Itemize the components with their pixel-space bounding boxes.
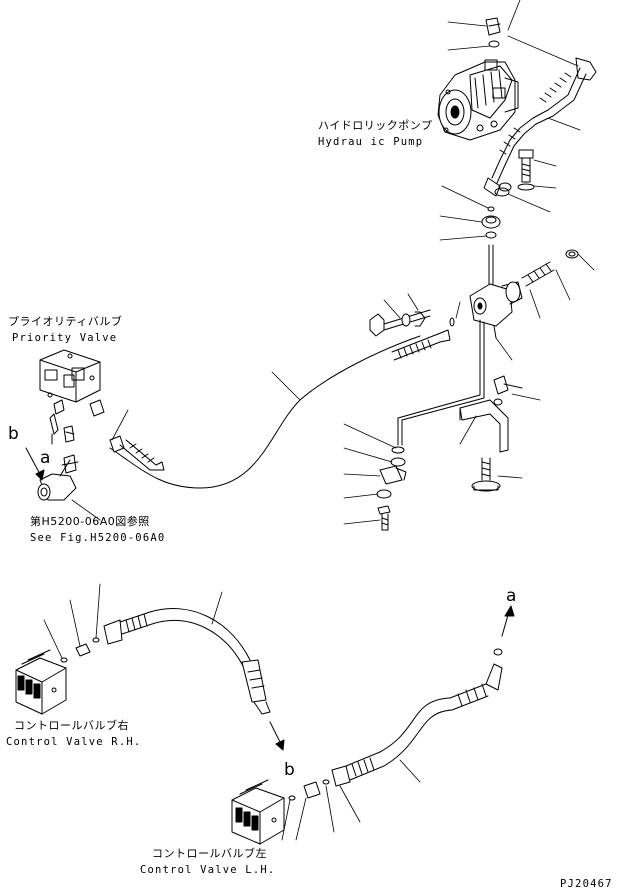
tee-block [469, 281, 523, 339]
leader-lines [43, 0, 595, 841]
control-valve-lh [231, 779, 285, 845]
steel-pipe-vertical [397, 319, 485, 446]
ref-b-left: b [8, 424, 19, 444]
bolt-block-left [369, 309, 455, 337]
hydraulic-pump-label-en: Hydrau ic Pump [318, 136, 424, 148]
priority-valve-label-en: Priority Valve [12, 332, 118, 344]
short-hose-right [521, 249, 579, 287]
rh-fittings-hose [60, 608, 271, 715]
control-valve-rh-label-jp: コントロールバルブ右 [14, 719, 129, 732]
bolt-pump [494, 149, 535, 197]
elbow-fitting-top [485, 17, 501, 48]
pump-suction-hose [483, 57, 597, 197]
ref-a-right: a [506, 586, 517, 606]
priority-valve-label-jp: プライオリティバルブ [8, 315, 123, 328]
hydraulic-pump [437, 59, 519, 141]
control-valve-lh-label-jp: コントロールバルブ左 [152, 847, 267, 860]
ref-a-right-arrowhead [504, 605, 515, 617]
drawing-number: PJ20467 [560, 878, 613, 890]
hydraulic-pump-label-jp: ハイドロリックポンプ [318, 119, 433, 132]
control-valve-rh [15, 649, 67, 715]
long-hose-priority [109, 329, 451, 489]
hose-end-priority [109, 435, 165, 471]
bracket-clamp [459, 375, 523, 492]
priority-valve [39, 349, 105, 417]
see-fig-label-jp: 第H5200-06A0図参照 [30, 515, 150, 528]
ref-a-left: a [40, 448, 51, 468]
priority-valve-connectors [37, 413, 79, 501]
pump-outlet-fittings [481, 206, 501, 291]
lh-fittings-hose [288, 648, 503, 801]
control-valve-lh-label-en: Control Valve L.H. [140, 864, 276, 876]
ref-b-left-arrowhead [35, 469, 45, 481]
see-fig-label-en: See Fig.H5200-06A0 [30, 532, 166, 544]
ref-b-bottom: b [284, 760, 295, 780]
control-valve-rh-label-en: Control Valve R.H. [6, 736, 142, 748]
clip-stack [376, 446, 407, 531]
ref-b-bottom-arrowhead [275, 739, 285, 751]
